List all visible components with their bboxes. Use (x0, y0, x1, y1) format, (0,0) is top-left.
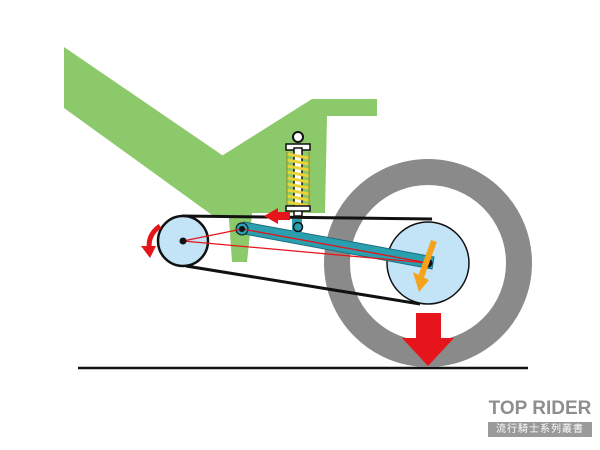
top-rider-watermark: TOP RIDER 流行騎士系列叢書 (488, 399, 592, 437)
linkage-line-bottom (182, 240, 429, 264)
front-sprocket-axle (179, 237, 187, 245)
down-arrow-icon (402, 313, 454, 366)
swingarm-pivot-dot (239, 226, 245, 232)
drive-belt (181, 214, 433, 306)
shock-spring-outline (286, 152, 310, 208)
shock-bottom-cap (285, 205, 311, 212)
shock-spring (286, 152, 310, 208)
curved-arrow-icon (141, 223, 162, 258)
belt-lower-run (185, 264, 421, 306)
linkage-lines (182, 228, 429, 264)
belt-upper-run (181, 214, 433, 221)
shock-absorber (285, 131, 311, 233)
linkage-line-arm (241, 228, 429, 264)
frame-main-tube (64, 47, 252, 215)
left-arrow-icon (264, 208, 290, 224)
watermark-title: TOP RIDER (488, 398, 592, 419)
shock-bottom-eye (292, 221, 304, 233)
orange-down-arrow-icon (413, 239, 437, 292)
linkage-line-top (182, 228, 243, 242)
watermark-subtitle: 流行騎士系列叢書 (488, 422, 592, 437)
shock-top-eye (292, 131, 304, 143)
